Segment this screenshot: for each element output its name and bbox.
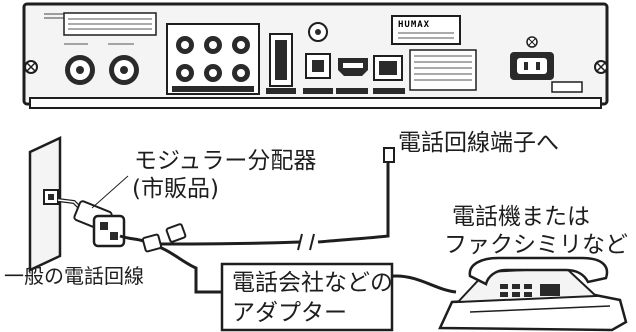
lan-connector <box>373 55 403 81</box>
adapter-label-line2: アダプター <box>232 300 347 326</box>
general-phone-line-label: 一般の電話回線 <box>4 264 144 288</box>
phone-jack-label: 電話回線端子へ <box>398 130 559 156</box>
cable-plug <box>141 223 187 253</box>
screw-icon <box>594 60 608 74</box>
phone-fax-label-line1: 電話機または <box>452 204 590 230</box>
adapter-box <box>220 262 394 332</box>
brand-logo: HUMAX <box>398 20 430 30</box>
hdmi-connector <box>338 58 368 76</box>
power-inlet <box>510 36 583 93</box>
rating-label <box>409 49 477 91</box>
screw-icon <box>24 60 38 74</box>
audio-jack <box>308 22 328 42</box>
rca-jack <box>176 36 250 82</box>
receiver-rear-panel: HUMAX <box>22 2 609 109</box>
optical-out-connector <box>305 53 331 79</box>
phone-fax-label-line2: ファクシミリなど <box>444 232 628 258</box>
antenna-in-connector <box>65 55 95 85</box>
modular-splitter <box>57 198 126 248</box>
modular-splitter-label: モジュラー分配器 <box>134 148 317 174</box>
antenna-out-connector <box>109 55 139 85</box>
telephone-icon <box>438 256 628 332</box>
brand-plate <box>391 15 461 45</box>
adapter-label-line1: 電話会社などの <box>232 270 393 296</box>
phone-jack-terminal <box>383 147 395 163</box>
av-output-block <box>166 23 260 95</box>
commercial-product-label: (市販品) <box>132 176 219 202</box>
splitter-pointer <box>91 175 129 209</box>
wall-phone-jack <box>28 136 62 272</box>
cable-break-mark <box>297 233 315 251</box>
